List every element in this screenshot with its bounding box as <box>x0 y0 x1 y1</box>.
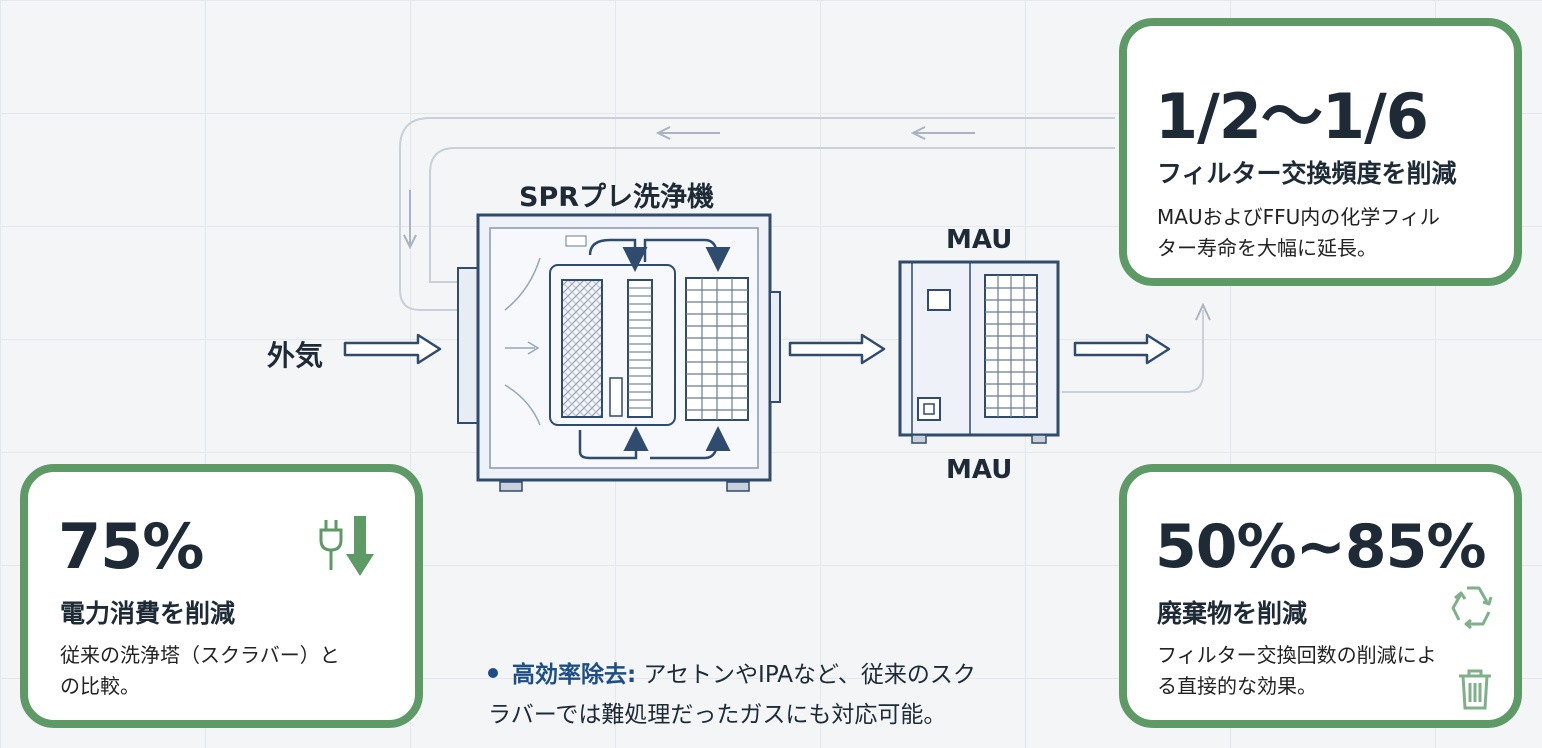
filter-desc-line1: MAUおよびFFU内の化学フィル <box>1157 205 1440 229</box>
mau-label-bottom: MAU <box>946 455 1013 485</box>
note-line1: 高効率除去: アセトンやIPAなど、従来のスク <box>488 655 1048 695</box>
mau-unit <box>898 260 1060 444</box>
waste-reduction-heading: 廃棄物を削減 <box>1157 599 1308 628</box>
note-text-line1: アセトンやIPAなど、従来のスク <box>636 662 976 688</box>
note-text-line2: ラバーでは難処理だったガスにも対応可能。 <box>488 702 947 728</box>
filter-reduction-value: 1/2〜1/6 <box>1155 80 1429 153</box>
waste-reduction-description: フィルター交換回数の削減によ る直接的な効果。 <box>1157 640 1437 702</box>
bullet-dot <box>488 668 498 678</box>
power-reduction-card: 75% 電力消費を削減 従来の洗浄塔（スクラバー）と の比較。 <box>20 464 423 728</box>
spr-machine-title: SPRプレ洗浄機 <box>519 182 715 213</box>
mau-label-top: MAU <box>946 225 1013 255</box>
high-efficiency-note: 高効率除去: アセトンやIPAなど、従来のスク ラバーでは難処理だったガスにも対… <box>488 655 1048 735</box>
waste-desc-line1: フィルター交換回数の削減によ <box>1157 643 1437 667</box>
power-desc-line2: の比較。 <box>60 674 140 698</box>
recycle-icon <box>1451 586 1493 630</box>
filter-reduction-heading: フィルター交換頻度を削減 <box>1157 159 1457 188</box>
outside-air-label: 外気 <box>267 339 324 372</box>
return-arrows <box>403 126 975 250</box>
power-desc-line1: 従来の洗浄塔（スクラバー）と <box>60 643 340 667</box>
waste-desc-line2: る直接的な効果。 <box>1157 674 1317 698</box>
filter-desc-line2: ター寿命を大幅に延長。 <box>1157 236 1377 260</box>
power-reduction-heading: 電力消費を削減 <box>60 599 236 628</box>
waste-reduction-card: 50%~85% 廃棄物を削減 フィルター交換回数の削減によ る直接的な効果。 <box>1119 464 1522 728</box>
main-flow-arrows <box>343 333 1171 365</box>
trash-bin-icon <box>1459 669 1491 710</box>
power-reduction-description: 従来の洗浄塔（スクラバー）と の比較。 <box>60 640 340 702</box>
spr-pre-washer-machine <box>457 213 781 492</box>
note-label: 高効率除去: <box>512 662 637 688</box>
return-duct <box>399 117 1115 311</box>
power-plug-down-icon <box>319 516 374 576</box>
waste-reduction-value: 50%~85% <box>1155 512 1486 582</box>
power-reduction-value: 75% <box>58 510 204 583</box>
filter-reduction-card: 1/2〜1/6 フィルター交換頻度を削減 MAUおよびFFU内の化学フィル ター… <box>1119 18 1522 286</box>
filter-reduction-description: MAUおよびFFU内の化学フィル ター寿命を大幅に延長。 <box>1157 202 1440 264</box>
outlet-duct <box>1062 302 1211 393</box>
